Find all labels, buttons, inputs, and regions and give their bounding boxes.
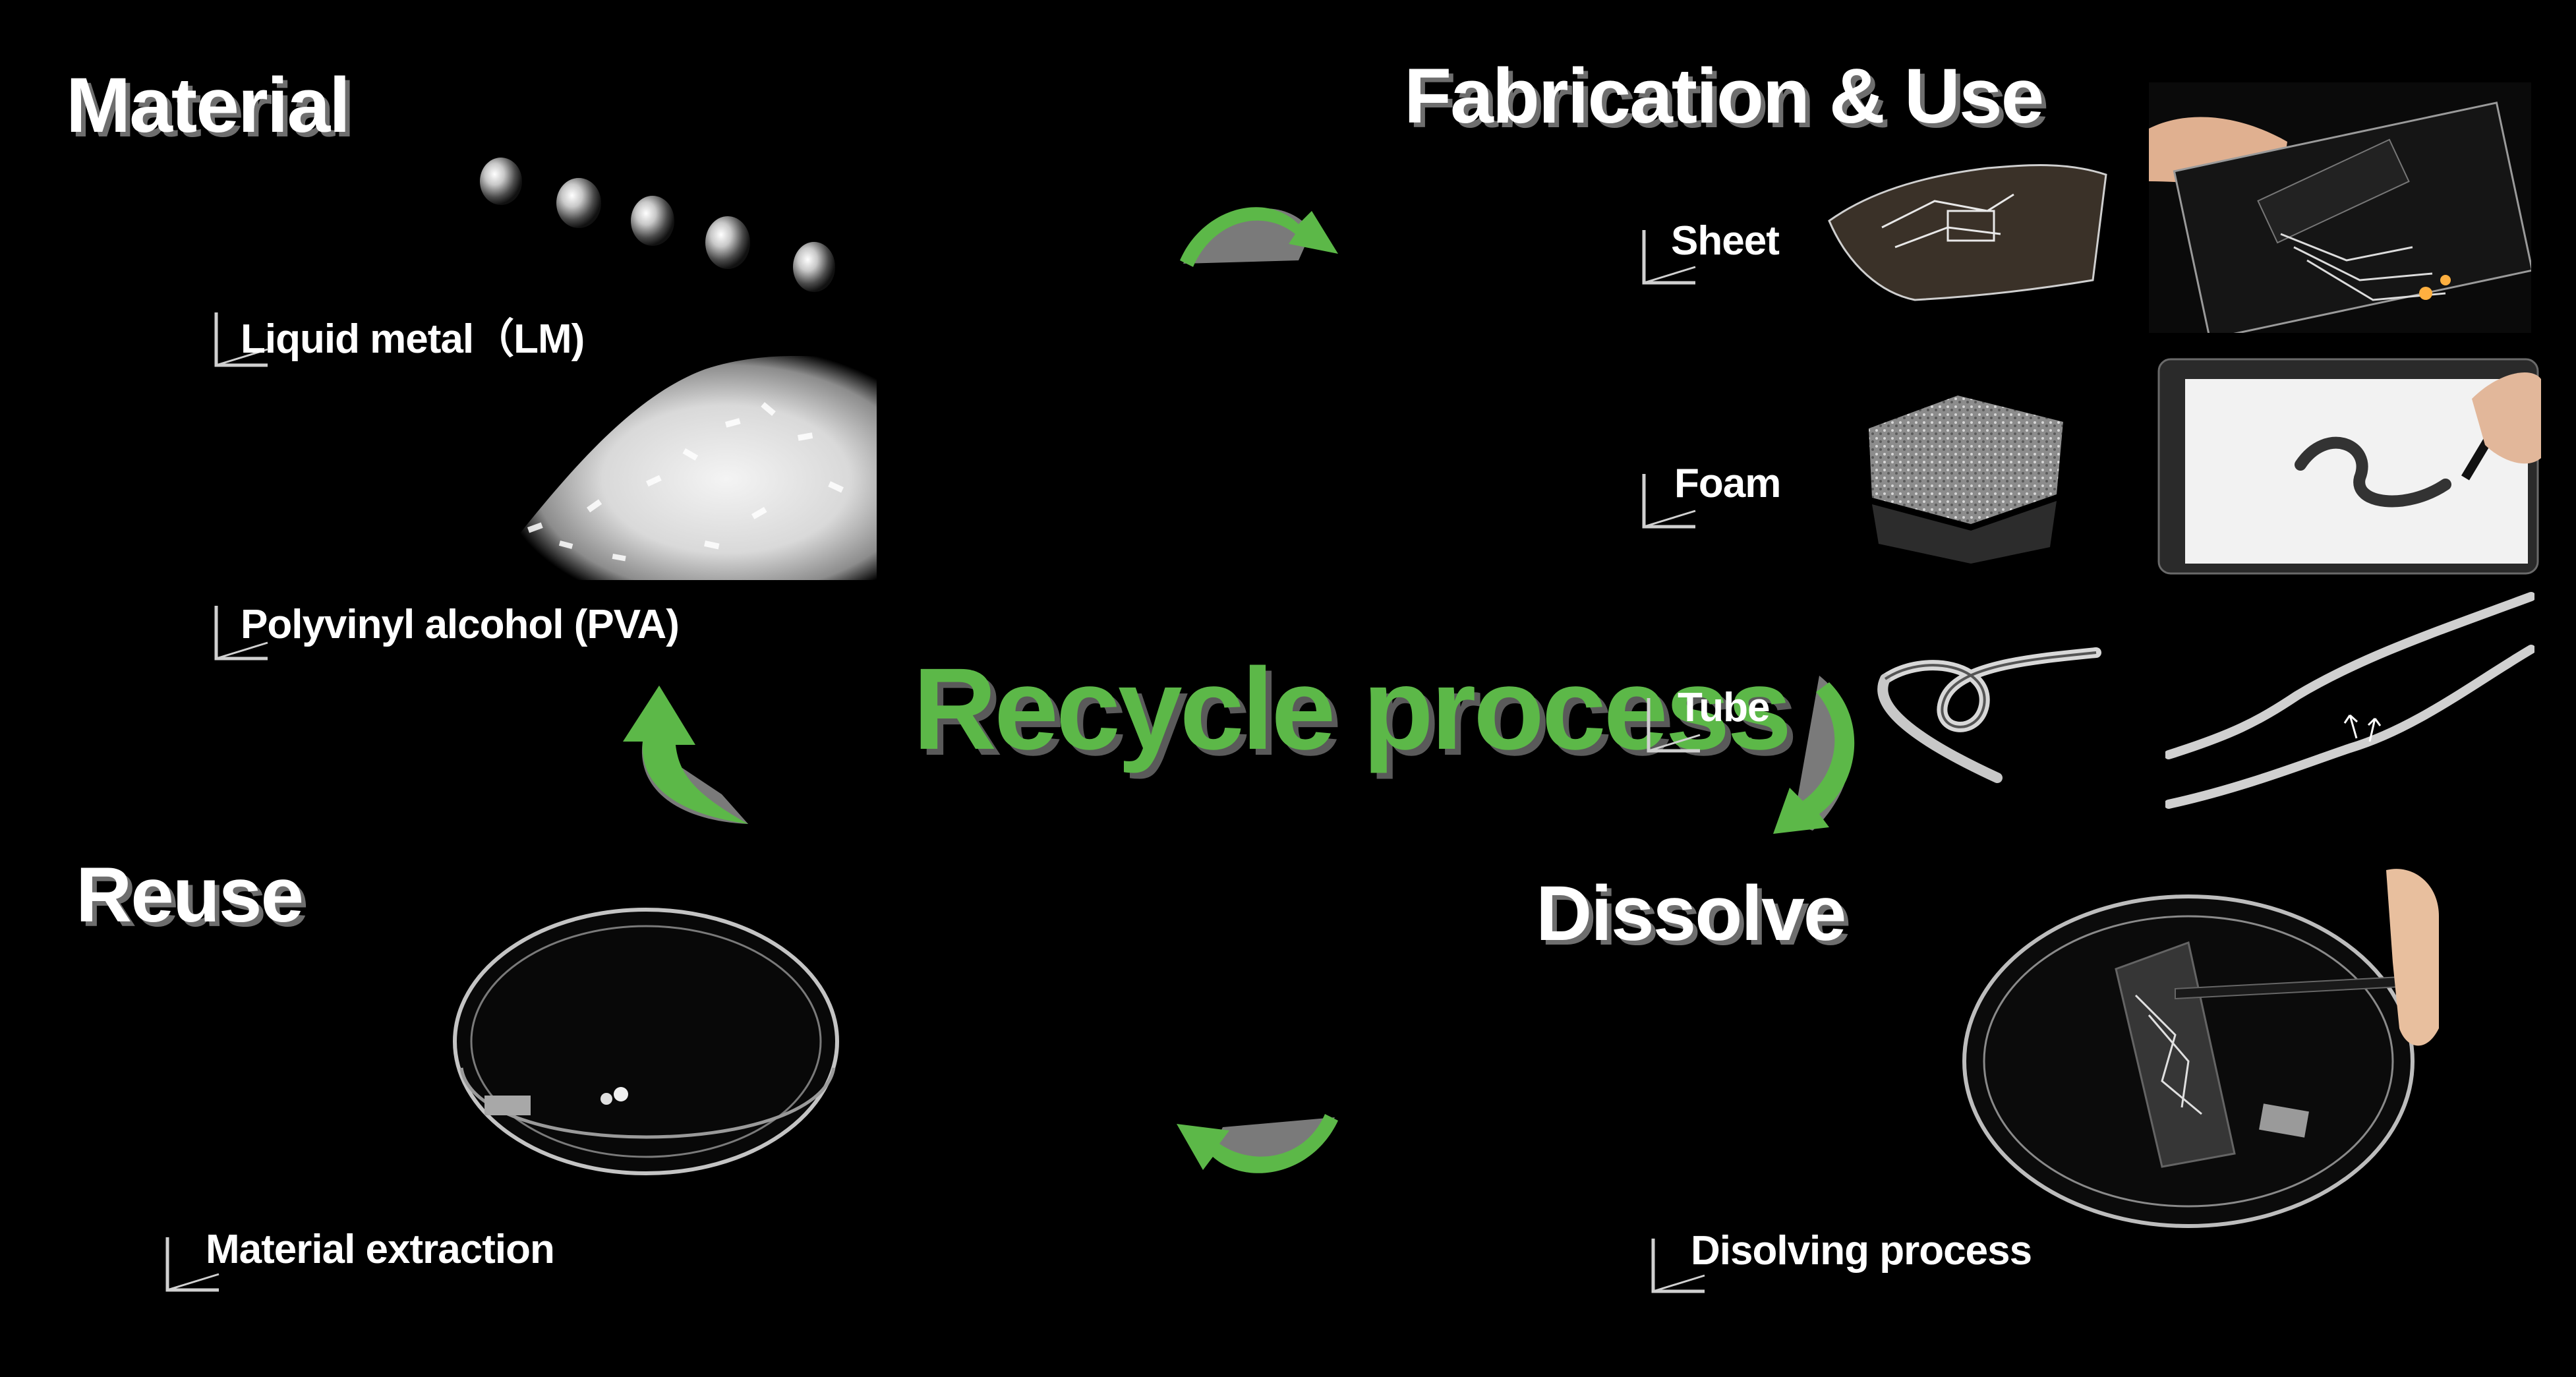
sheet-label: Sheet: [1671, 218, 1780, 264]
corner-bracket-icon: [1649, 1236, 1709, 1295]
liquid-metal-label: Liquid metal（LM): [241, 316, 585, 362]
corner-bracket-icon: [1640, 471, 1699, 531]
center-title: Recycle process: [913, 645, 1792, 774]
sheet-photo: [1816, 148, 2113, 307]
fabrication-heading: Fabrication & Use: [1404, 53, 2044, 140]
cycle-arrow-icon: [1170, 1107, 1341, 1187]
foam-tablet-photo: [2155, 353, 2541, 577]
material-extraction-label: Material extraction: [206, 1227, 555, 1272]
foam-photo: [1859, 389, 2076, 567]
reuse-dish-photo: [448, 896, 850, 1252]
foam-label: Foam: [1674, 461, 1781, 506]
dissolve-heading: Dissolve: [1536, 870, 1846, 957]
dissolve-dish-photo: [1951, 864, 2452, 1259]
cycle-arrow-icon: [1767, 672, 1872, 837]
corner-bracket-icon: [212, 603, 272, 662]
tube-label: Tube: [1678, 685, 1770, 730]
corner-bracket-icon: [1645, 695, 1704, 755]
pva-pellets-photo: [488, 343, 877, 580]
reuse-heading: Reuse: [76, 852, 304, 939]
pva-label: Polyvinyl alcohol (PVA): [241, 602, 680, 647]
cycle-arrow-icon: [1180, 188, 1345, 270]
tube-stretch-photo: [2165, 590, 2534, 811]
disolving-process-label: Disolving process: [1691, 1228, 2032, 1274]
corner-bracket-icon: [212, 310, 272, 369]
liquid-metal-photo: [461, 145, 877, 336]
tube-photo: [1832, 639, 2109, 794]
corner-bracket-icon: [163, 1235, 223, 1294]
material-heading: Material: [66, 62, 351, 149]
cycle-arrow-icon: [623, 682, 755, 827]
sheet-circuit-photo: [2149, 82, 2531, 333]
corner-bracket-icon: [1640, 227, 1699, 287]
